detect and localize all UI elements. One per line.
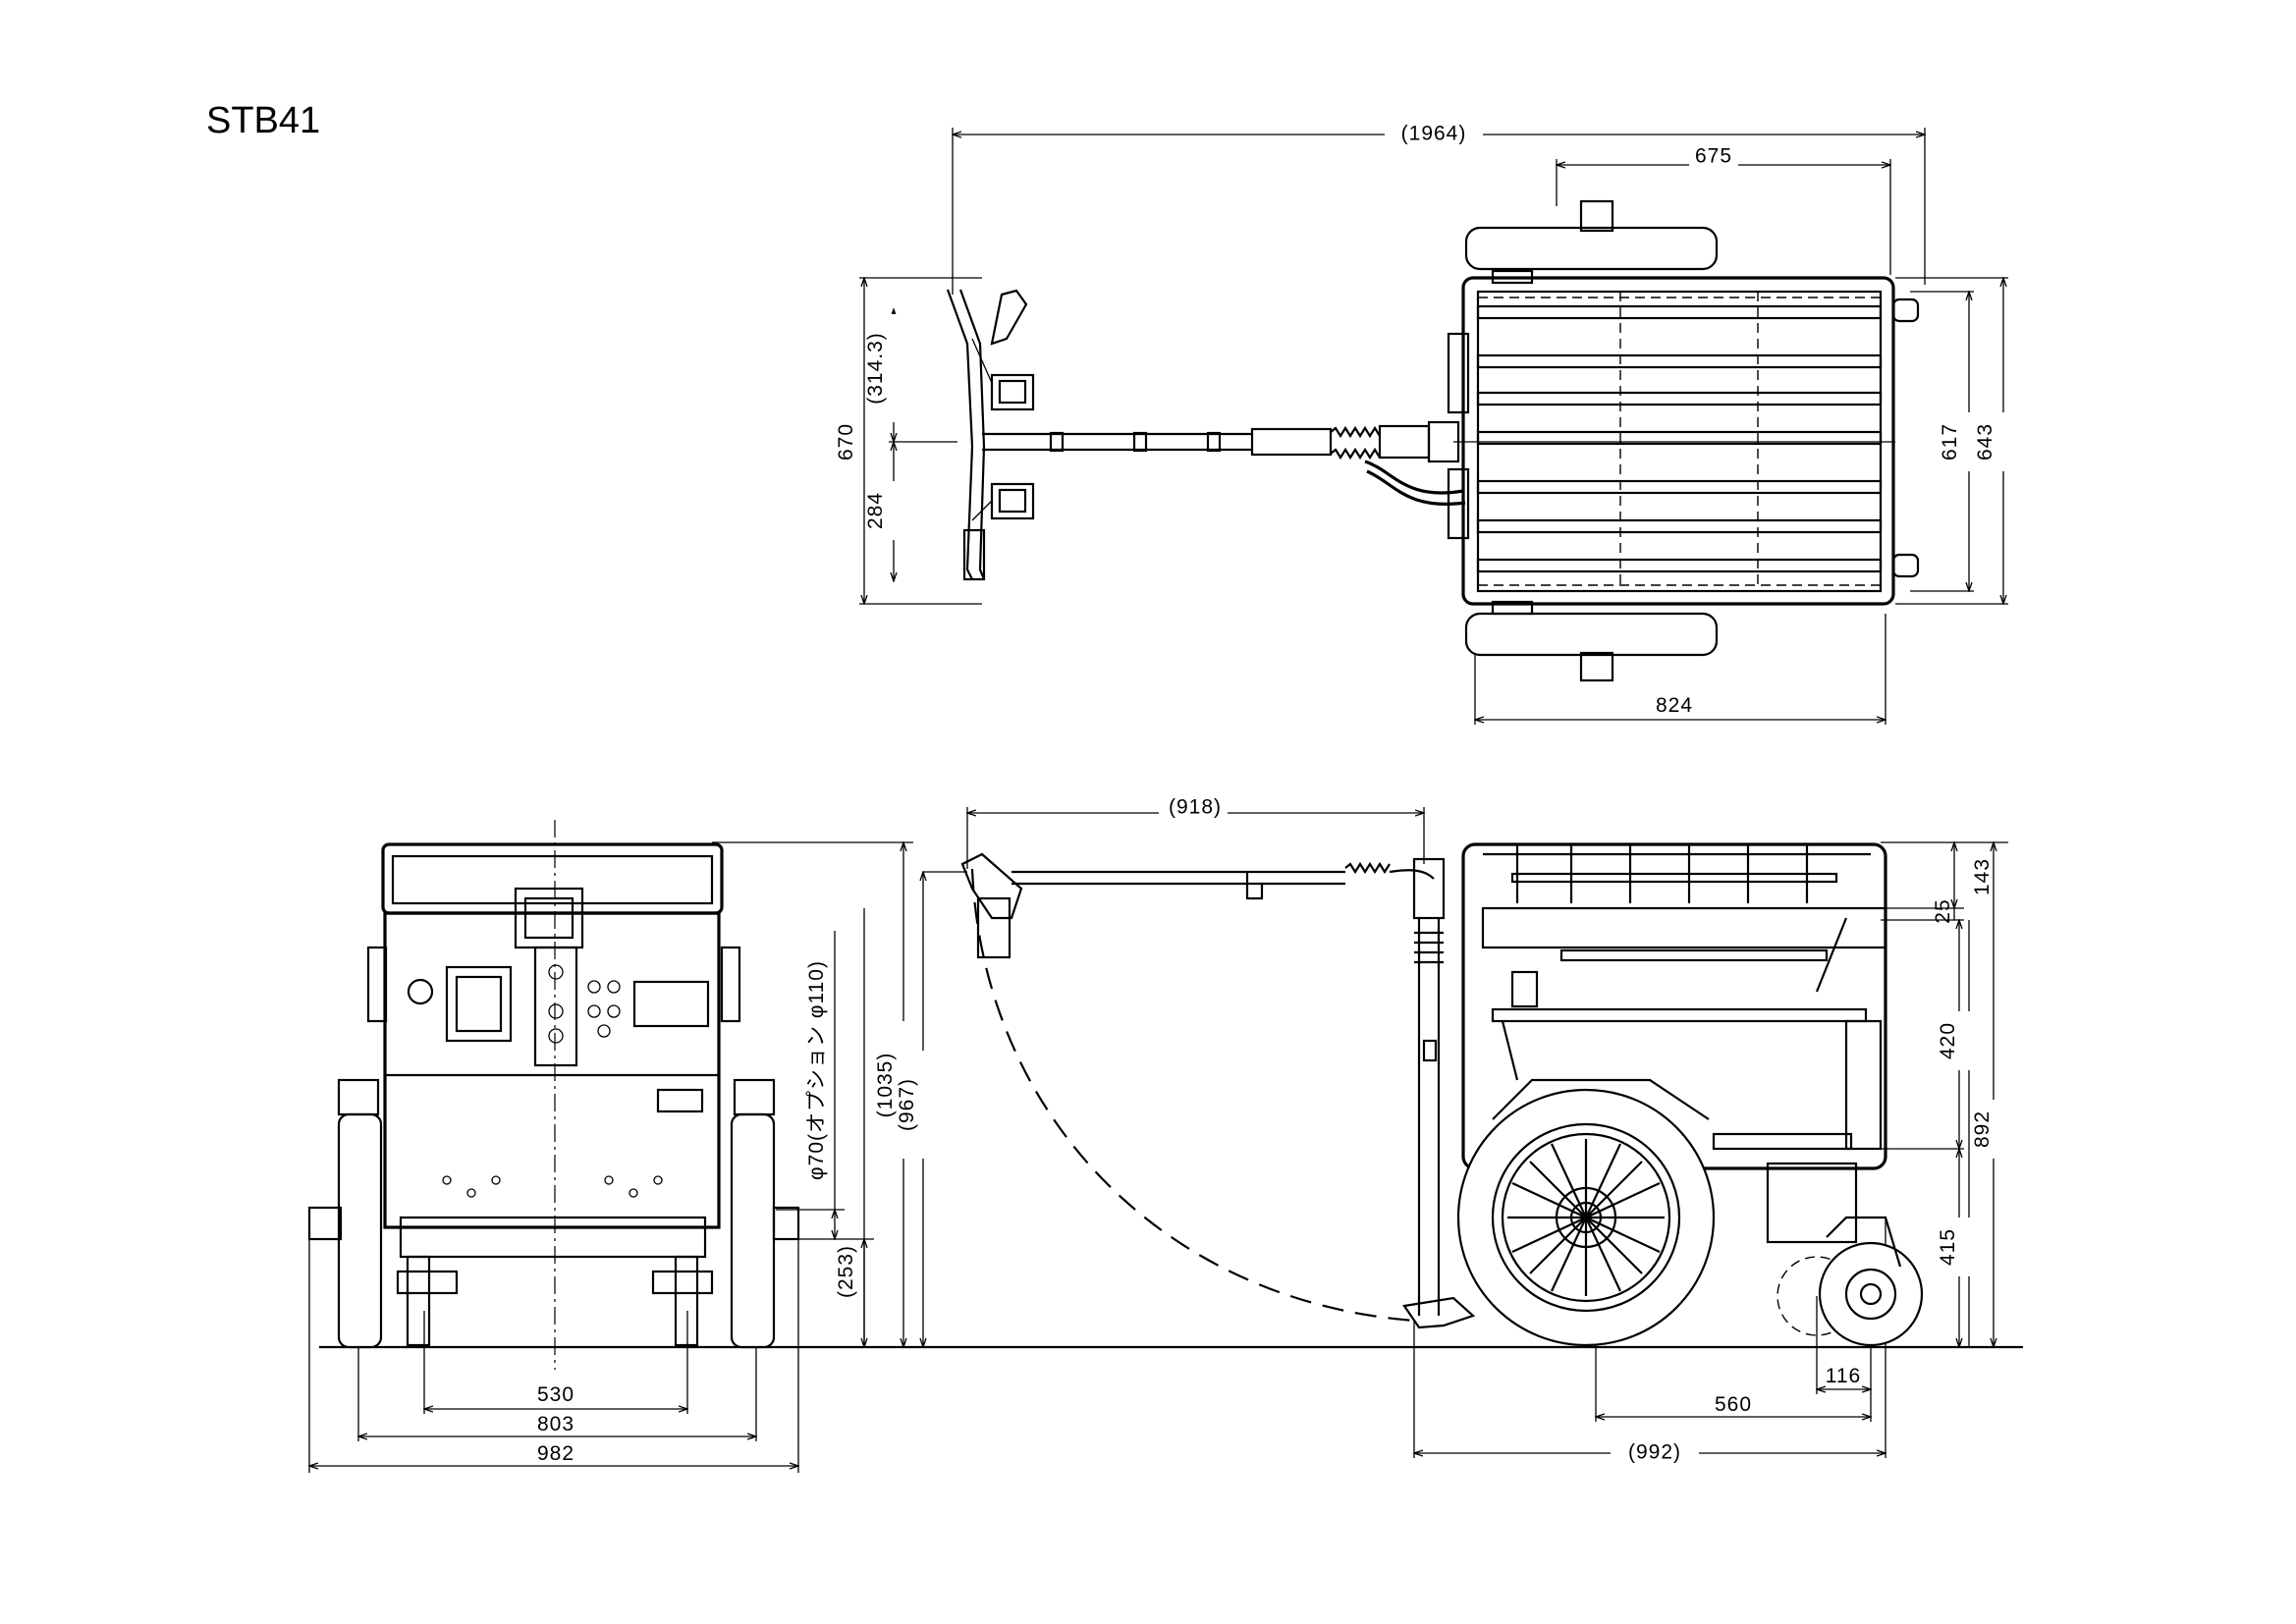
dim-axle-diameter: φ70(オプション φ110): [805, 960, 828, 1180]
side-rails: [1510, 844, 1838, 903]
front-bolts: [442, 1175, 663, 1198]
dim-side-overall-length: (992): [1628, 1441, 1681, 1464]
dim-rail-height: 143: [1971, 858, 1994, 895]
deck-slats: [1476, 304, 1883, 573]
dim-caster-offset: 116: [1826, 1365, 1861, 1387]
dim-handle-lower: 284: [864, 492, 887, 529]
dim-inner-width: 617: [1939, 423, 1961, 460]
front-view: 530 803 982 (1035) (253) φ70(オプション φ110): [307, 820, 923, 1473]
dim-height-overall: (1035): [874, 1053, 897, 1118]
dim-outer-width: 643: [1974, 423, 1996, 460]
dim-rail-gap: 25: [1932, 898, 1954, 923]
dim-wheelbase: 560: [1715, 1393, 1752, 1416]
drawing-title: STB41: [206, 100, 321, 141]
top-view: (1964) 675 824 670 (314.3) 284 617 643: [835, 120, 2018, 725]
dim-handle-height: (967): [896, 1078, 918, 1131]
dim-overall-length: (1964): [1401, 123, 1467, 145]
dim-overall-width: 982: [537, 1442, 574, 1465]
dim-handle-width: 670: [835, 423, 857, 460]
dim-handle-reach: (918): [1169, 796, 1222, 819]
side-view: (918) (967) 560 116 (992) 143 25 420 892…: [896, 796, 2023, 1466]
dim-deck-length: 675: [1695, 145, 1732, 168]
dim-handle-upper: (314.3): [864, 332, 887, 405]
dim-body-height: 892: [1971, 1110, 1994, 1148]
dim-lower-height: 415: [1937, 1228, 1959, 1266]
caster-wheel: [1777, 1216, 1924, 1347]
dim-axle-height: (253): [835, 1245, 857, 1298]
main-wheel: [1456, 1088, 1716, 1347]
dim-body-length: 824: [1656, 694, 1693, 717]
dim-track-inner: 530: [537, 1383, 574, 1406]
dim-track-mid: 803: [537, 1413, 574, 1435]
dim-mid-height: 420: [1937, 1022, 1959, 1059]
